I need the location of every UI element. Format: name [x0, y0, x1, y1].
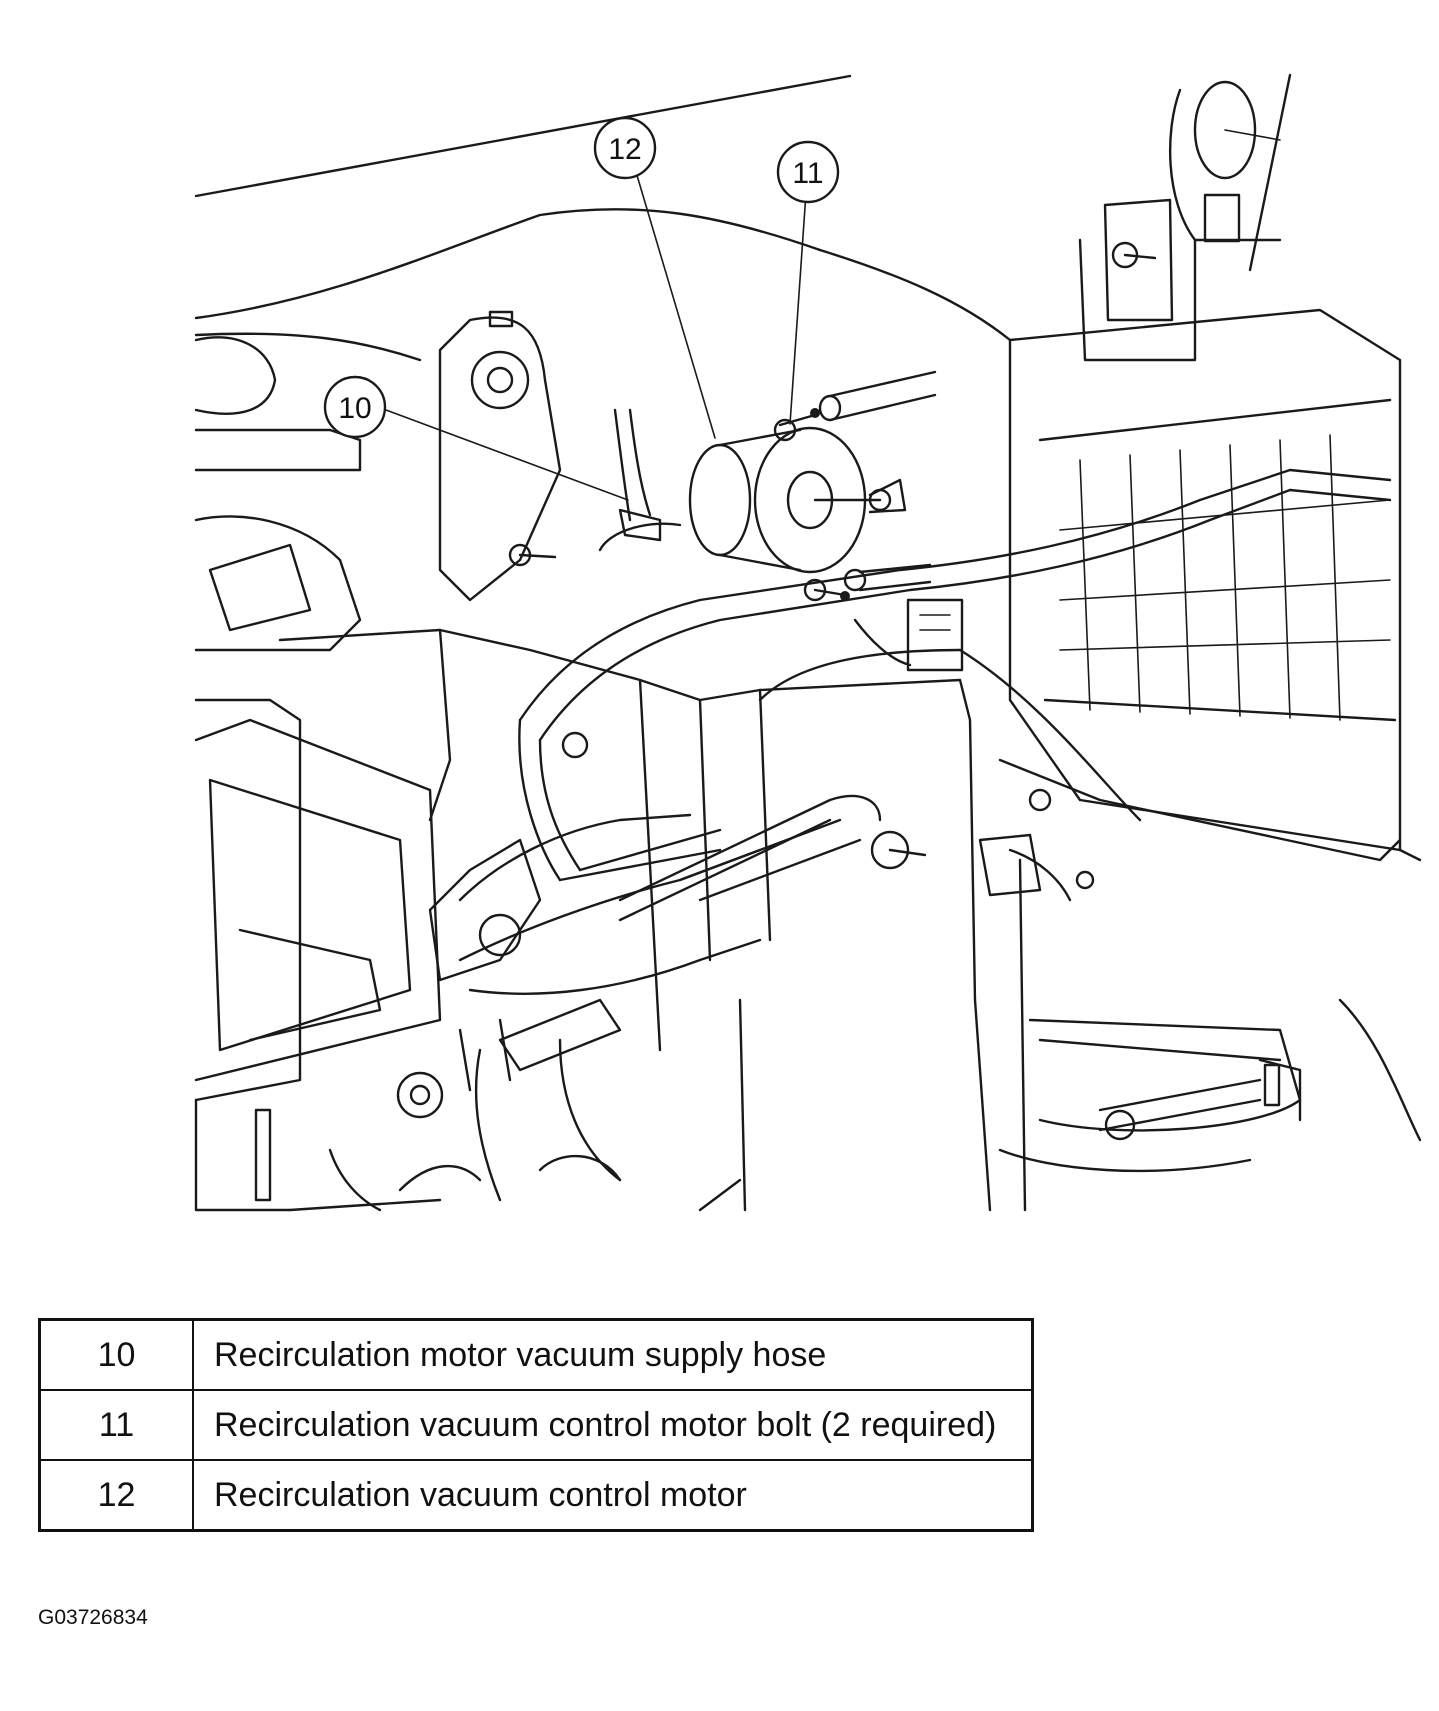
legend-description: Recirculation vacuum control motor bolt …: [192, 1389, 1034, 1461]
motor-bolts: [773, 408, 850, 602]
grille-slats: [1059, 434, 1391, 721]
hvac-assembly-illustration: 10 11 12: [194, 73, 1422, 1212]
legend-description: Recirculation motor vacuum supply hose: [192, 1318, 1034, 1391]
vacuum-supply-hose: [598, 408, 682, 552]
vacuum-control-motor: [688, 426, 907, 574]
legend-number: 10: [38, 1318, 194, 1391]
svg-text:10: 10: [338, 392, 371, 425]
figure-id: G03726834: [38, 1606, 148, 1629]
svg-text:11: 11: [792, 157, 823, 190]
legend-table: 10 Recirculation motor vacuum supply hos…: [38, 1318, 1034, 1532]
legend-row: 11 Recirculation vacuum control motor bo…: [38, 1389, 1034, 1461]
callout-11: 11: [776, 140, 840, 204]
svg-text:12: 12: [608, 133, 641, 166]
legend-number: 11: [38, 1389, 194, 1461]
dash-panel-edge: [194, 74, 852, 198]
legend-number: 12: [38, 1459, 194, 1532]
callout-10: 10: [323, 375, 387, 439]
legend-description: Recirculation vacuum control motor: [192, 1459, 1034, 1532]
legend-row: 12 Recirculation vacuum control motor: [38, 1459, 1034, 1532]
legend-row: 10 Recirculation motor vacuum supply hos…: [38, 1318, 1034, 1391]
callout-12: 12: [593, 116, 657, 180]
